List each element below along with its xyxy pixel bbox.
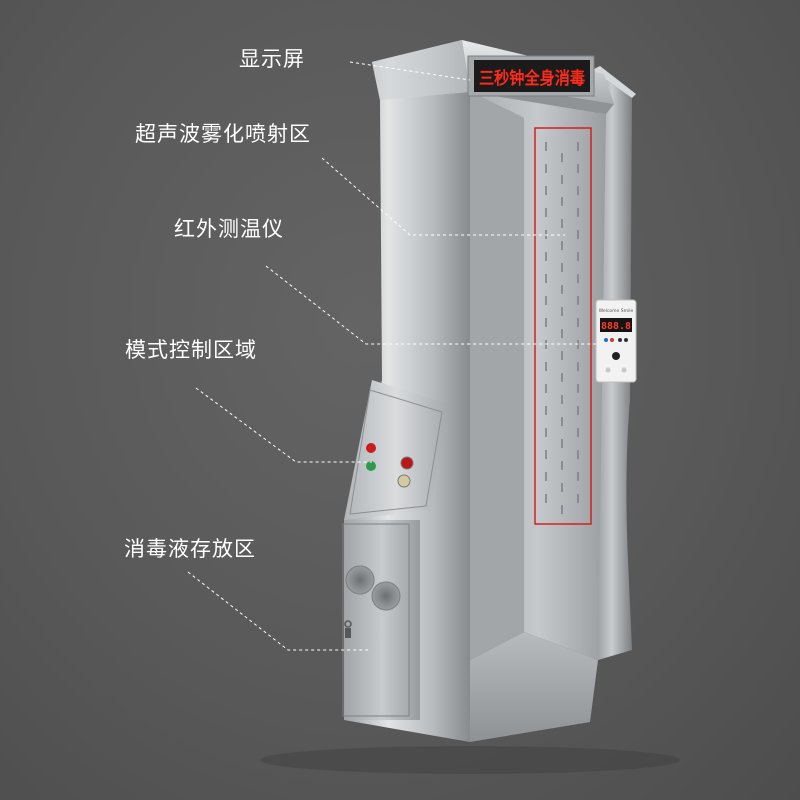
- floor-shadow: [260, 746, 680, 774]
- infrared-thermometer: Welcome Smile 888.8: [595, 299, 637, 383]
- callout-infrared-thermometer: 红外测温仪: [174, 217, 284, 241]
- led-display: 三秒钟全身消毒: [467, 55, 595, 97]
- spray-zone-outline: [534, 127, 592, 525]
- speaker-grille-icon: [345, 565, 375, 595]
- arch-inner-wall: [470, 92, 606, 660]
- callout-disinfectant-storage: 消毒液存放区: [124, 537, 256, 561]
- red-button: [400, 456, 414, 470]
- callout-ultrasonic-spray-zone: 超声波雾化喷射区: [135, 122, 311, 146]
- leader-line-control: [195, 387, 372, 463]
- infrared-sensor-icon: [612, 352, 620, 360]
- thermometer-readout: 888.8: [601, 321, 631, 332]
- leader-line-thermometer: [265, 265, 596, 345]
- control-panel: [344, 380, 448, 520]
- thermometer-brand-label: Welcome Smile: [599, 308, 634, 314]
- storage-cabinet: [342, 520, 420, 720]
- floor-plate: [470, 632, 598, 742]
- leader-line-display: [349, 61, 471, 81]
- spray-nozzle-slots: [545, 142, 579, 514]
- callout-mode-control-area: 模式控制区域: [125, 338, 257, 362]
- red-indicator-light: [366, 443, 376, 453]
- lock-icon: [344, 620, 352, 638]
- leader-line-storage: [187, 571, 370, 651]
- callout-display-screen: 显示屏: [239, 47, 305, 71]
- led-display-text: 三秒钟全身消毒: [479, 68, 585, 89]
- yellow-button: [397, 474, 411, 488]
- leader-line-spray: [321, 157, 565, 236]
- speaker-grille-icon: [371, 581, 401, 611]
- green-indicator-light: [366, 461, 376, 471]
